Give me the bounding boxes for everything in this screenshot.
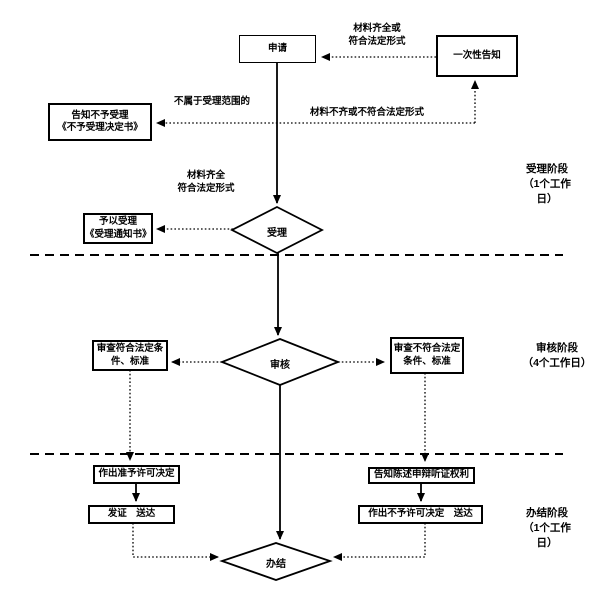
node-apply: 申请 (239, 35, 316, 63)
arrow-deny-to-complete (333, 523, 426, 561)
stage-label-review-line1: 审核阶段 (536, 342, 578, 354)
stage-label-accept-line3: 日） (536, 193, 558, 206)
node-accept-notice-line2: 《受理通知书》 (85, 228, 152, 240)
stage-label-review-line2: （4个工作日） (522, 357, 592, 370)
stage-label-complete-line1: 办结阶段 (526, 507, 568, 519)
node-reject-notice-line2: 《不予受理决定书》 (57, 122, 143, 133)
review-diamond-label: 审核 (270, 360, 290, 371)
node-one-time-notice: 一次性告知 (436, 35, 518, 77)
node-deny-deliver: 作出不予许可决定 送达 (358, 505, 483, 524)
node-grant-decision-label: 作出准予许可决定 (98, 468, 175, 480)
node-review-pass: 审查符合法定条 件、标准 (92, 340, 168, 371)
stage-label-complete-line3: 日） (536, 537, 558, 550)
node-review-pass-line1: 审查符合法定条 (96, 343, 164, 355)
node-reject-notice: 告知不予受理 《不予受理决定书》 (48, 103, 152, 141)
node-deny-deliver-label: 作出不予许可决定 送达 (368, 508, 473, 520)
stage-label-review: 审核阶段 （4个工作日） (515, 341, 599, 371)
node-hearing-rights-label: 告知陈述申辩听证权利 (373, 469, 469, 481)
node-accept-notice-line1: 予以受理 (98, 216, 137, 228)
node-hearing-rights: 告知陈述申辩听证权利 (368, 467, 475, 484)
accept-diamond-shape (230, 205, 324, 255)
complete-diamond-label: 办结 (266, 559, 286, 570)
stage-label-accept-line1: 受理阶段 (526, 163, 568, 175)
edge-label-materials-complete-line2: 符合法定形式 (177, 182, 235, 194)
node-one-time-notice-label: 一次性告知 (453, 49, 501, 61)
node-review-fail: 审查不符合法定 条件、标准 (390, 337, 464, 374)
stage-label-accept: 受理阶段 （1个工作 日） (515, 162, 579, 208)
node-grant-decision: 作出准予许可决定 (93, 465, 180, 484)
edge-label-not-in-scope: 不属于受理范围的 (173, 96, 250, 107)
node-accept-notice: 予以受理 《受理通知书》 (83, 213, 153, 244)
node-review-pass-line2: 件、标准 (110, 355, 149, 367)
edge-label-materials-complete-or: 材料齐全或 符合法定形式 (337, 23, 417, 49)
stage-label-accept-line2: （1个工作 (523, 178, 571, 191)
node-issue-deliver: 发证 送达 (88, 505, 175, 524)
solid-flow-arrows (132, 63, 425, 540)
accept-diamond-label: 受理 (267, 228, 287, 239)
stage-label-complete-line2: （1个工作 (523, 522, 571, 535)
dotted-flow-arrows (126, 53, 479, 561)
node-apply-label: 申请 (267, 42, 287, 54)
edge-label-materials-complete-line1: 材料齐全 (186, 170, 225, 181)
node-review-fail-line2: 条件、标准 (403, 355, 451, 367)
node-review-fail-line1: 审查不符合法定 (393, 343, 461, 355)
edge-label-materials-complete-or-line1: 材料齐全或 (353, 23, 401, 34)
stage-label-complete: 办结阶段 （1个工作 日） (515, 506, 579, 552)
node-issue-deliver-label: 发证 送达 (107, 508, 156, 520)
complete-diamond-shape (219, 542, 333, 581)
decision-diamonds (219, 205, 341, 581)
edge-label-materials-complete: 材料齐全 符合法定形式 (166, 170, 246, 196)
arrow-issue-to-complete (132, 523, 219, 561)
node-reject-notice-line1: 告知不予受理 (71, 109, 129, 121)
review-diamond-shape (219, 338, 341, 386)
edge-label-materials-complete-or-line2: 符合法定形式 (348, 35, 406, 47)
edge-label-materials-incomplete: 材料不齐或不符合法定形式 (309, 107, 424, 118)
